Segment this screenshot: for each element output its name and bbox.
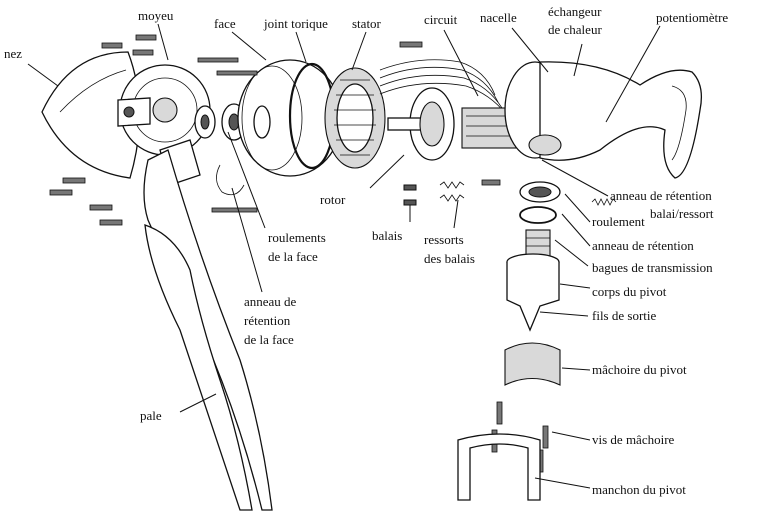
label-roulements-face-line1: roulements: [268, 230, 326, 245]
label-anneau-balai-line1: anneau de rétention: [610, 188, 712, 203]
label-vis-machoire: vis de mâchoire: [592, 432, 675, 447]
label-anneau-face-line2: rétention: [244, 313, 291, 328]
label-echangeur-line2: de chaleur: [548, 22, 602, 37]
label-nez: nez: [4, 46, 22, 61]
pivot-body-part: [506, 253, 560, 332]
label-ressorts-line2: des balais: [424, 251, 475, 266]
pivot-jaw-part: [504, 342, 561, 386]
label-rotor: rotor: [320, 192, 346, 207]
leader-lines: [27, 23, 661, 489]
screws-part: [49, 34, 501, 226]
label-corps-pivot: corps du pivot: [592, 284, 667, 299]
label-pale: pale: [140, 408, 162, 423]
hub-part: [117, 64, 211, 186]
blade-part: [143, 149, 273, 511]
label-face: face: [214, 16, 236, 31]
label-anneau-face-line1: anneau de: [244, 294, 297, 309]
label-moyeu: moyeu: [138, 8, 174, 23]
label-stator: stator: [352, 16, 382, 31]
label-bagues-transmission: bagues de transmission: [592, 260, 713, 275]
label-anneau-retention: anneau de rétention: [592, 238, 694, 253]
pivot-sleeve-part: [457, 433, 541, 501]
label-anneau-face-line3: de la face: [244, 332, 294, 347]
label-circuit: circuit: [424, 12, 458, 27]
label-potentiometre: potentiomètre: [656, 10, 728, 25]
nacelle-part: [504, 61, 703, 179]
label-joint-torique: joint torique: [263, 16, 328, 31]
retention-ring-part: [519, 206, 557, 224]
label-echangeur-line1: échangeur: [548, 4, 602, 19]
label-roulements-face-line2: de la face: [268, 249, 318, 264]
brush-retention-ring-part: [591, 198, 617, 206]
label-machoire-pivot: mâchoire du pivot: [592, 362, 687, 377]
label-anneau-balai-line2: balai/ressort: [650, 206, 714, 221]
label-ressorts-line1: ressorts: [424, 232, 464, 247]
label-manchon-pivot: manchon du pivot: [592, 482, 686, 497]
label-nacelle: nacelle: [480, 10, 517, 25]
stator-part: [324, 67, 386, 169]
brushes-part: [403, 181, 465, 206]
label-balais: balais: [372, 228, 402, 243]
bearing-part: [519, 181, 561, 203]
label-roulement: roulement: [592, 214, 645, 229]
label-fils-sortie: fils de sortie: [592, 308, 656, 323]
rotor-part: [387, 87, 455, 161]
